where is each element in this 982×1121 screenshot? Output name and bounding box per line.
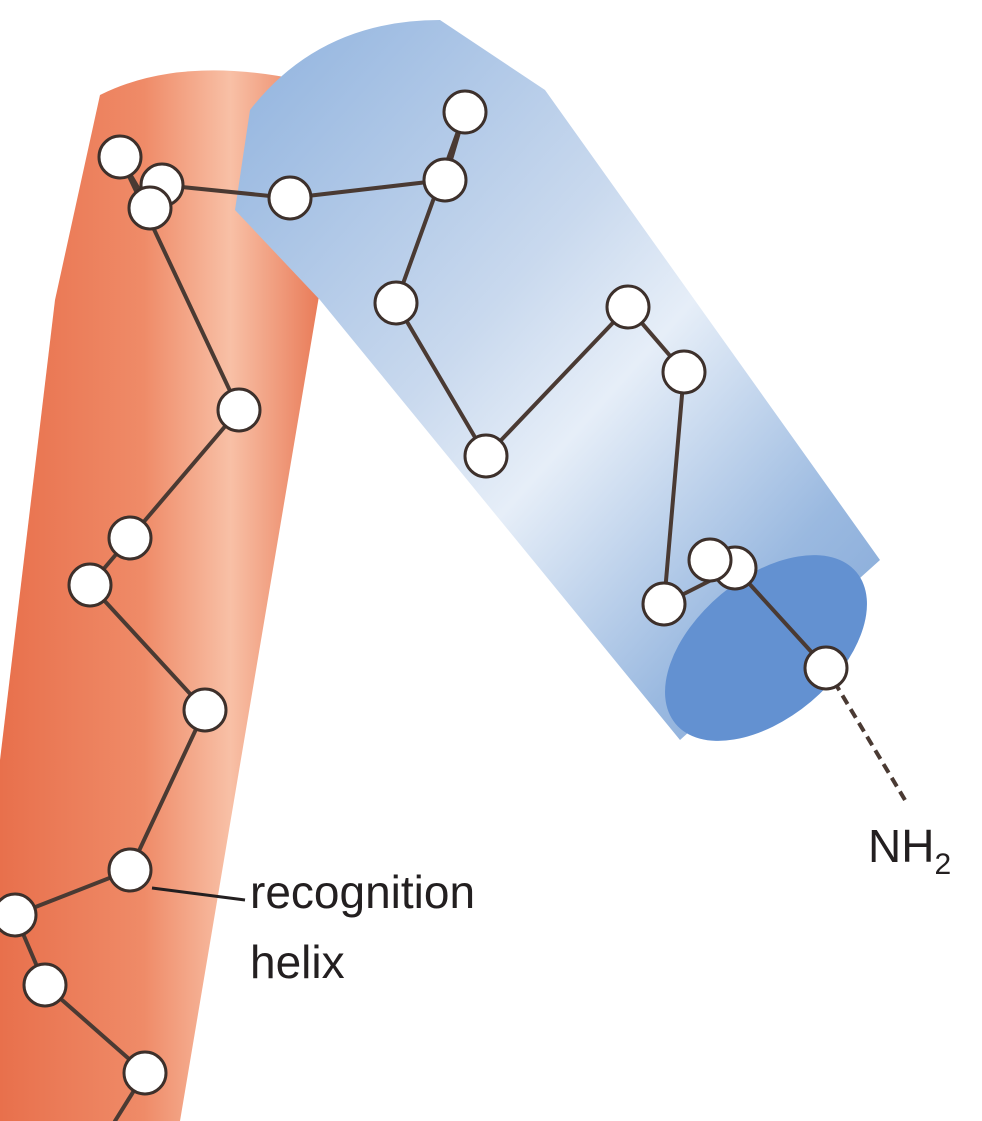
residue-circle bbox=[109, 517, 151, 559]
residue-circle bbox=[375, 282, 417, 324]
nh2-terminus-label: NH2 bbox=[868, 820, 951, 881]
recognition-helix-label-line1: recognition bbox=[250, 866, 475, 918]
residue-circle bbox=[663, 351, 705, 393]
residue-circle bbox=[269, 177, 311, 219]
residue-circle bbox=[184, 689, 226, 731]
recognition-helix-label-line2: helix bbox=[250, 936, 345, 988]
residue-circle bbox=[444, 91, 486, 133]
nh2-terminus-dashed-line bbox=[826, 668, 905, 800]
residue-circle bbox=[805, 647, 847, 689]
residue-circle bbox=[465, 435, 507, 477]
residue-circle bbox=[99, 136, 141, 178]
residue-circle bbox=[0, 894, 36, 936]
residue-circle bbox=[109, 849, 151, 891]
residue-circle bbox=[24, 964, 66, 1006]
first-helix-cylinder bbox=[235, 20, 901, 777]
residue-circle bbox=[643, 583, 685, 625]
residue-circle bbox=[689, 539, 731, 581]
residue-circle bbox=[218, 389, 260, 431]
residue-circle bbox=[124, 1052, 166, 1094]
residue-circle bbox=[129, 187, 171, 229]
residue-circle bbox=[607, 286, 649, 328]
residue-circle bbox=[424, 159, 466, 201]
residue-circle bbox=[69, 564, 111, 606]
